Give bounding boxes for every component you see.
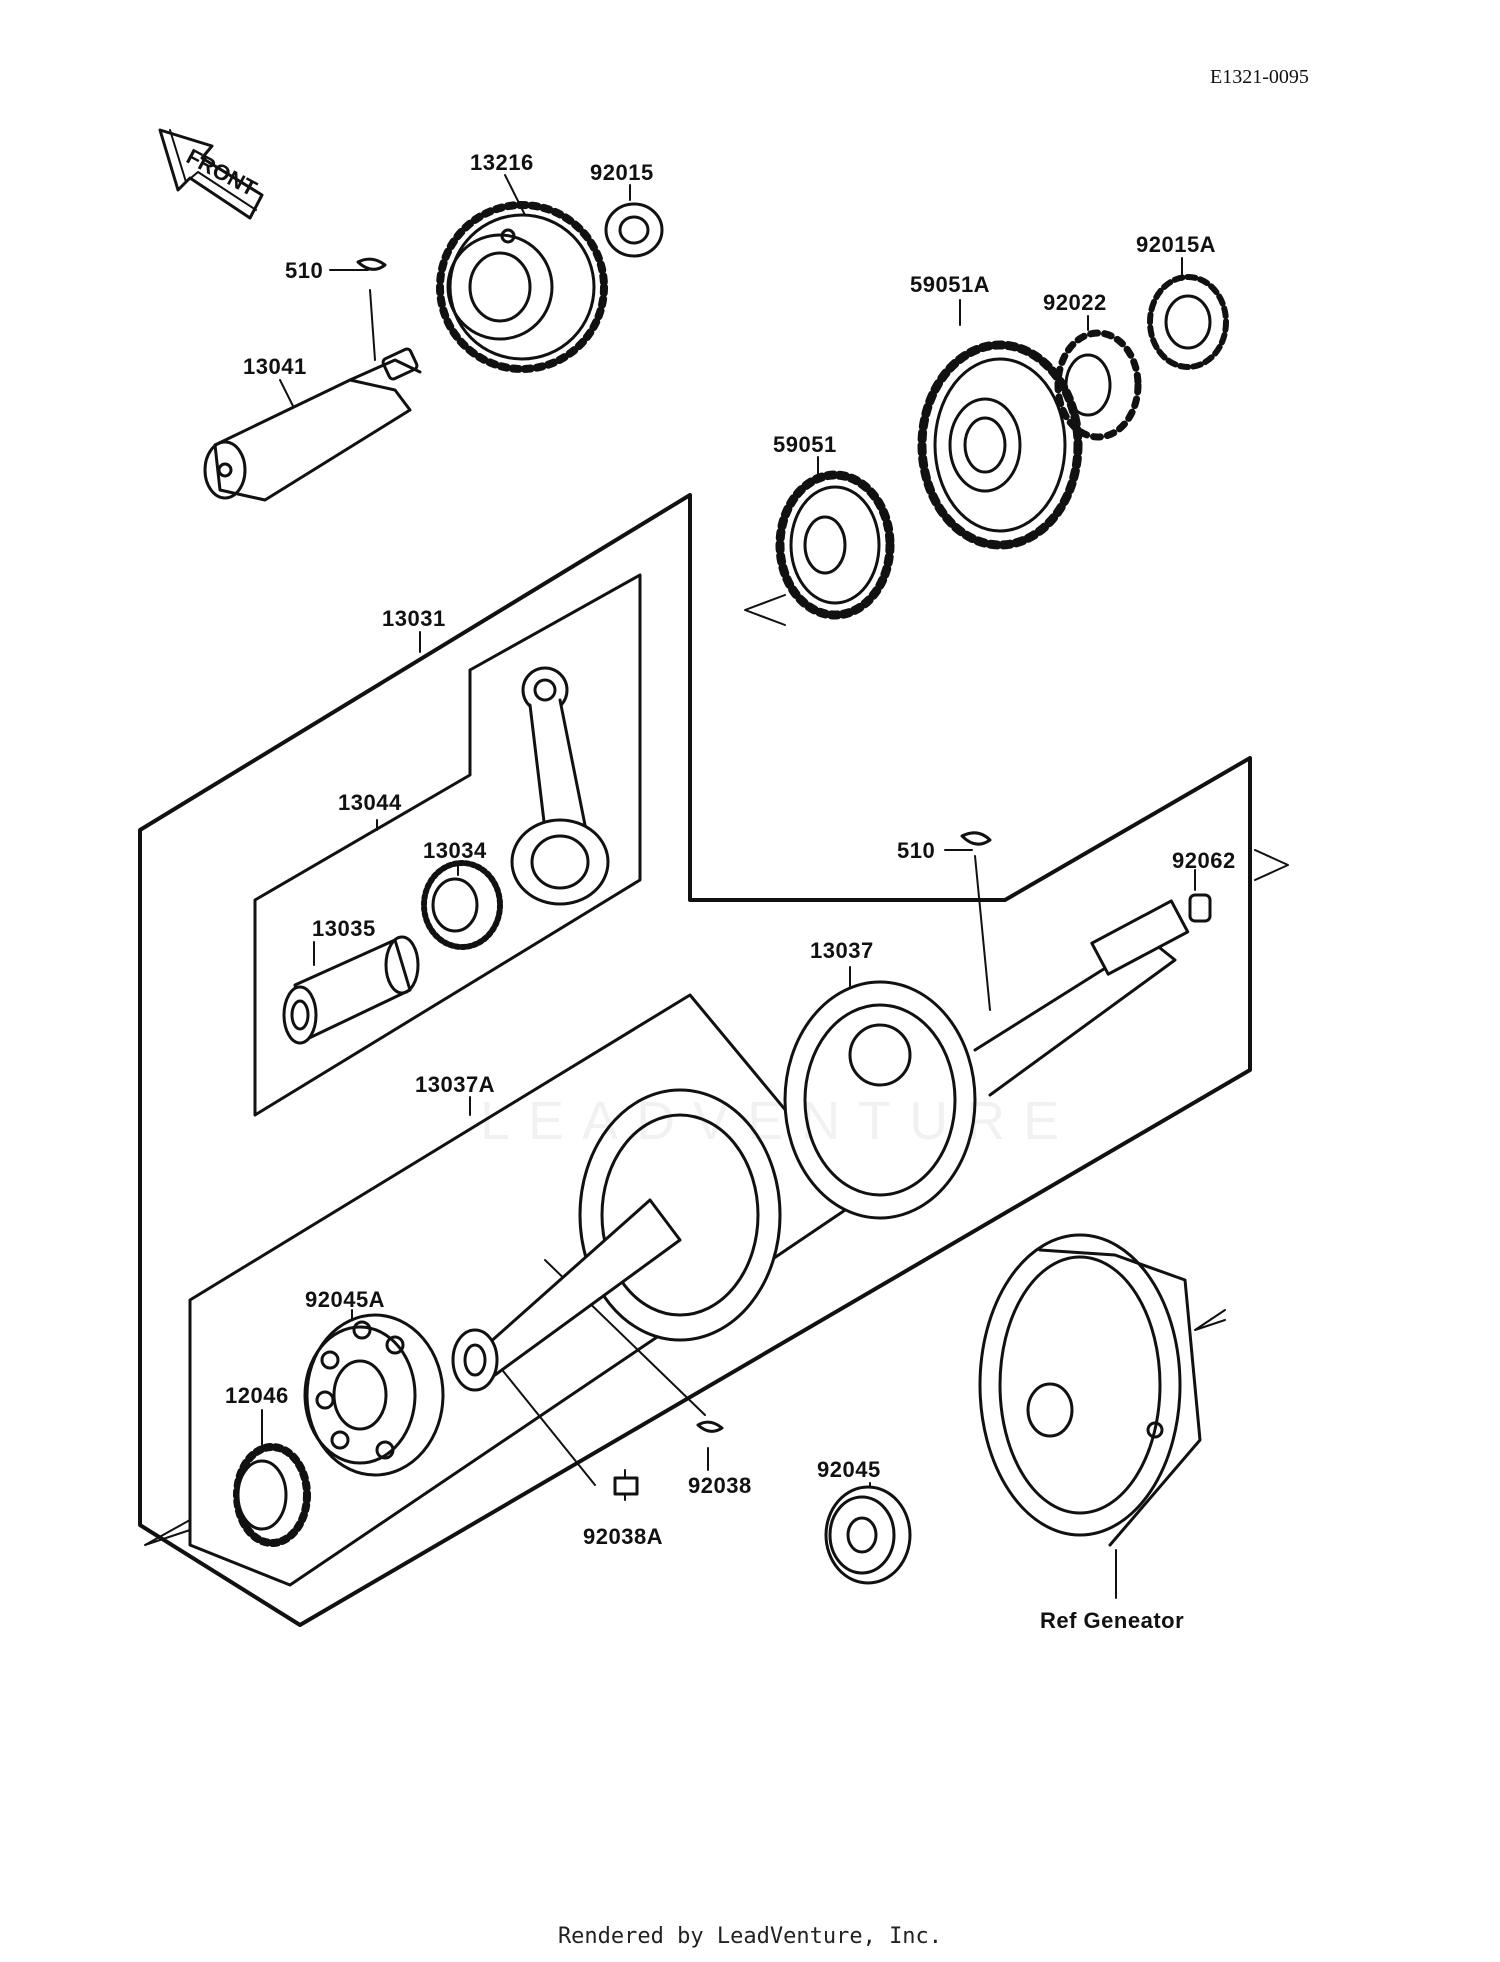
label-92015A: 92015A	[1136, 232, 1217, 257]
starter-clutch-gear	[436, 201, 608, 373]
assembly-outline	[138, 493, 1252, 1627]
generator-rotor	[978, 1233, 1202, 1547]
woodruff-key-top	[356, 257, 387, 271]
front-arrow-icon: FRONT	[158, 128, 264, 220]
label-13037: 13037	[810, 938, 874, 963]
ball-bearing-92045	[824, 1485, 912, 1585]
nut-92015	[604, 202, 664, 258]
label-13216: 13216	[470, 150, 534, 175]
label-510-mid: 510	[897, 838, 936, 863]
label-92062: 92062	[1172, 848, 1236, 873]
balancer-shaft	[203, 347, 422, 502]
label-12046: 12046	[225, 1383, 289, 1408]
woodruff-key-mid	[960, 831, 992, 846]
label-13034: 13034	[423, 838, 487, 863]
label-59051: 59051	[773, 432, 837, 457]
conrod-kit-outline	[253, 573, 642, 1117]
label-59051A: 59051A	[910, 272, 991, 297]
watermark: LEADVENTURE	[480, 1091, 1078, 1151]
lock-washer-92022	[1054, 329, 1142, 441]
label-ref-generator: Ref Geneator	[1040, 1608, 1185, 1633]
crank-pin	[282, 935, 420, 1045]
crank-half-outline	[188, 993, 862, 1587]
label-92045A: 92045A	[305, 1287, 386, 1312]
ball-bearing-92045A	[303, 1313, 445, 1477]
label-92022: 92022	[1043, 290, 1107, 315]
pin-92062	[1188, 893, 1212, 923]
label-92038A: 92038A	[583, 1524, 664, 1549]
alignment-marks	[144, 594, 1289, 1546]
crank-half-right	[783, 899, 1190, 1220]
keys-92038	[613, 1420, 724, 1496]
label-13041: 13041	[243, 354, 307, 379]
diagram-code: E1321-0095	[1210, 66, 1309, 88]
label-13044: 13044	[338, 790, 402, 815]
label-92015: 92015	[590, 160, 654, 185]
needle-bearing	[421, 860, 503, 950]
label-92038: 92038	[688, 1473, 752, 1498]
label-13037A: 13037A	[415, 1072, 496, 1097]
crank-half-left	[451, 1088, 782, 1392]
nut-92015A	[1147, 274, 1229, 370]
render-credit: Rendered by LeadVenture, Inc.	[557, 1924, 943, 1949]
connecting-rod	[510, 666, 610, 906]
label-13035: 13035	[312, 916, 376, 941]
primary-gear-large	[917, 340, 1083, 550]
label-510-top: 510	[285, 258, 324, 283]
label-92045: 92045	[817, 1457, 881, 1482]
primary-gear-small	[775, 470, 895, 620]
label-13031: 13031	[382, 606, 446, 631]
sprocket-12046	[233, 1443, 311, 1547]
